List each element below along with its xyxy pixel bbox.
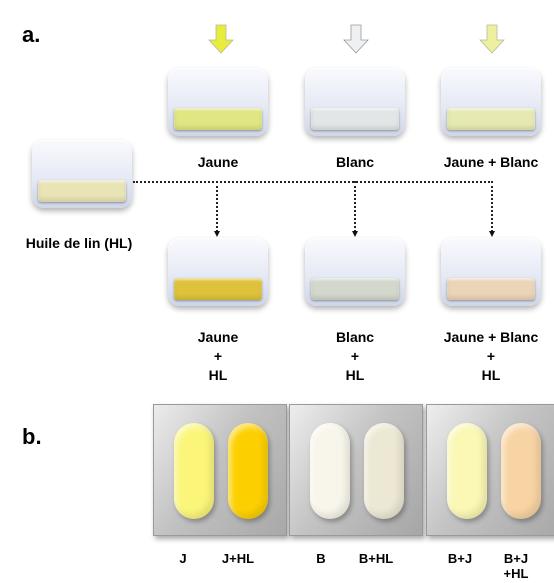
arrow-shape [208, 24, 234, 54]
label-line1: Jaune [197, 329, 239, 345]
capsule-bj [447, 423, 487, 519]
panel-a-label: a. [22, 22, 41, 47]
label-b-j: B+J [447, 551, 473, 566]
connector-horizontal [133, 181, 493, 183]
film-jaune-blanc [447, 108, 535, 130]
connector-to-jaune-blanc-hl [491, 181, 493, 232]
photo-swatch-blanc [289, 404, 423, 536]
label-line1: Jaune + Blanc [443, 329, 539, 345]
photo-swatch-blanc-jaune [426, 404, 554, 536]
label-jaune-blanc: Jaune + Blanc [443, 154, 539, 170]
down-arrow-icon-yellow [208, 24, 234, 54]
label-jaune-blanc-hl: Jaune + Blanc + HL [430, 328, 552, 385]
sample-holder-blanc [305, 68, 405, 136]
connector-to-jaune-hl [216, 181, 218, 232]
panel-b-label: b. [22, 424, 42, 449]
label-b-j-hl: B+J +HL [503, 551, 529, 581]
connector-arrowhead [352, 231, 358, 237]
label-blanc: Blanc [335, 154, 375, 170]
label-huile: Huile de lin (HL) [25, 235, 133, 251]
capsule-bj-hl [501, 423, 541, 519]
down-arrow-icon-pale-yellow [479, 24, 505, 54]
arrow-shape [343, 24, 369, 54]
sample-holder-huile [32, 140, 132, 208]
capsule-j-hl [228, 423, 268, 519]
label-line2: HL [345, 367, 365, 383]
film-huile [38, 180, 126, 202]
label-jaune: Jaune [197, 154, 239, 170]
connector-arrowhead [489, 231, 495, 237]
film-jaune [174, 108, 262, 130]
sample-holder-jaune-hl [168, 238, 268, 306]
film-blanc [311, 108, 399, 130]
label-j: J [179, 551, 187, 566]
capsule-b [310, 423, 350, 519]
photo-swatch-jaune [153, 404, 287, 536]
label-j-hl: J+HL [221, 551, 255, 566]
arrow-shape [479, 24, 505, 54]
label-b: B [316, 551, 326, 566]
sample-holder-blanc-hl [305, 238, 405, 306]
down-arrow-icon-white [343, 24, 369, 54]
sample-holder-jaune-blanc [441, 68, 541, 136]
label-plus: + [213, 348, 223, 364]
capsule-b-hl [364, 423, 404, 519]
label-plus: + [350, 348, 360, 364]
label-line2: HL [481, 367, 501, 383]
connector-to-blanc-hl [354, 181, 356, 232]
film-jaune-hl [174, 278, 262, 300]
label-plus: + [486, 348, 496, 364]
capsule-j [174, 423, 214, 519]
connector-arrowhead [214, 231, 220, 237]
label-line2: HL [208, 367, 228, 383]
label-jaune-hl: Jaune + HL [168, 328, 268, 385]
sample-holder-jaune [168, 68, 268, 136]
film-blanc-hl [311, 278, 399, 300]
label-line1: Blanc [335, 329, 375, 345]
label-b-hl: B+HL [358, 551, 394, 566]
label-blanc-hl: Blanc + HL [305, 328, 405, 385]
film-jaune-blanc-hl [447, 278, 535, 300]
sample-holder-jaune-blanc-hl [441, 238, 541, 306]
